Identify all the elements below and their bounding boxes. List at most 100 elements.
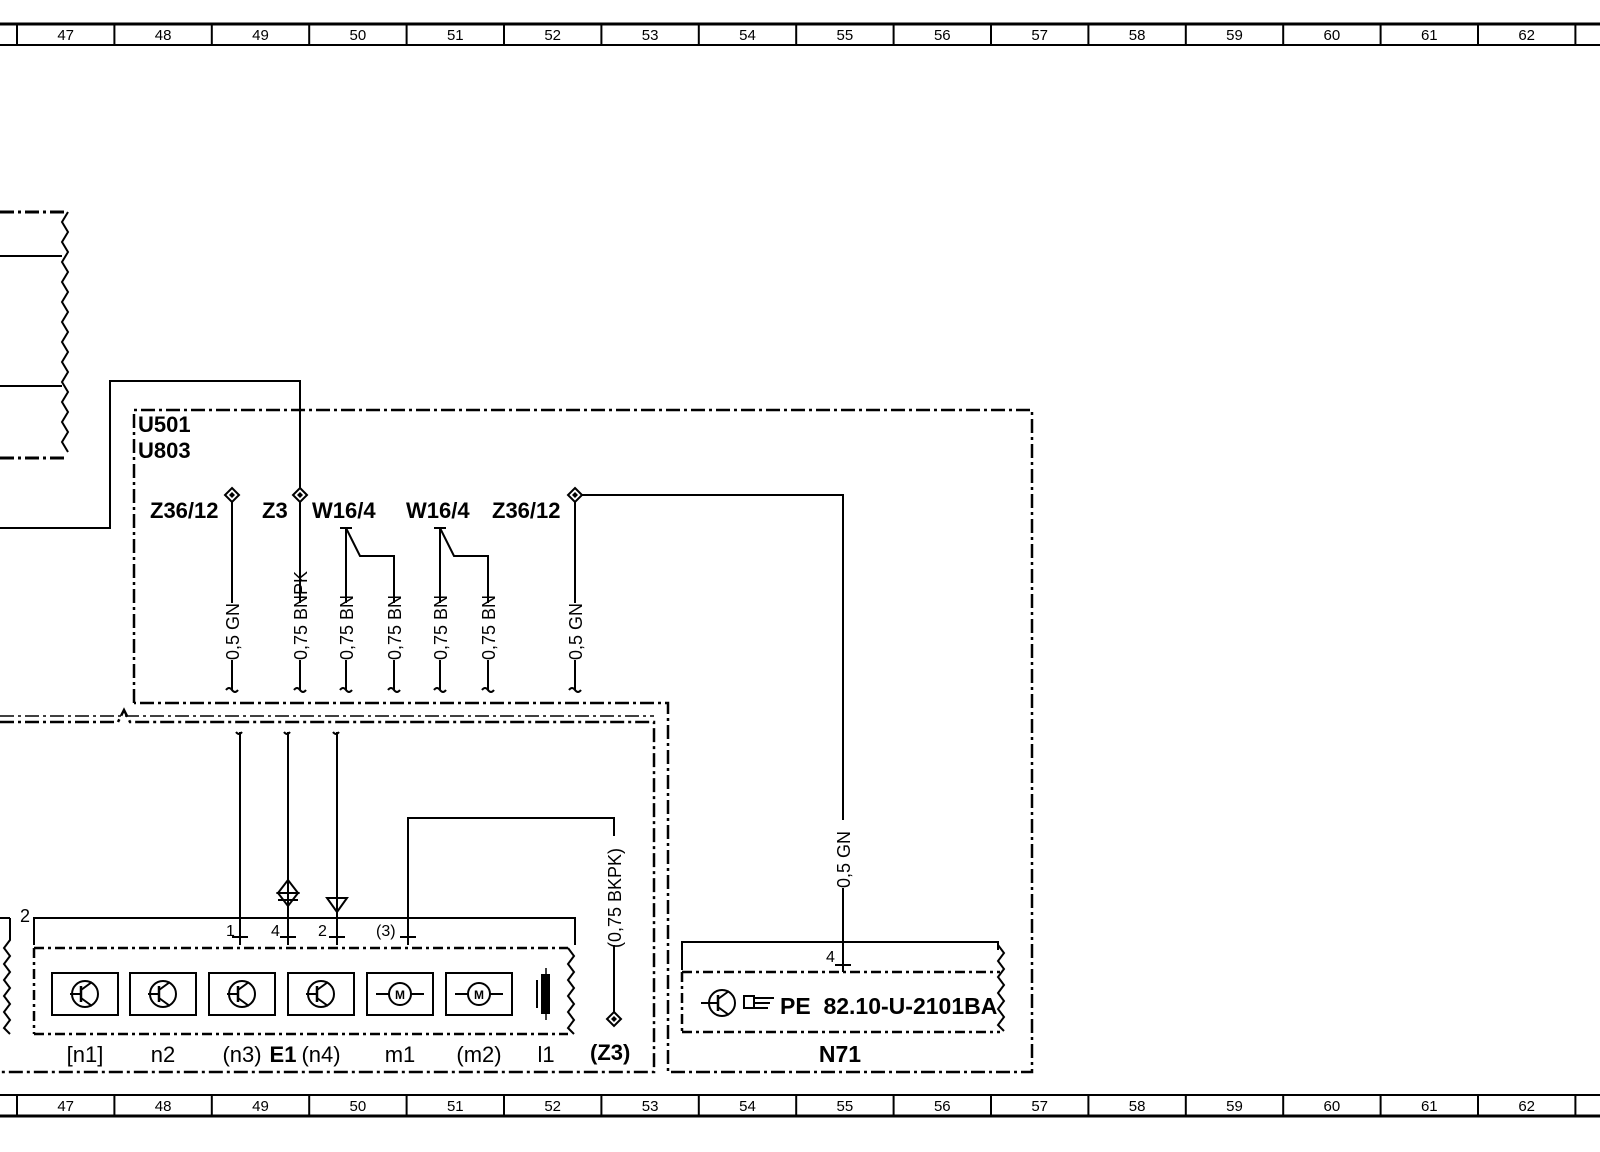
transistor-icon [701, 989, 736, 1017]
top-ruler-number: 49 [252, 27, 269, 44]
component-label-l1: l1 [537, 1042, 554, 1067]
e1-wire-label: (0,75 BKPK) [605, 848, 625, 948]
svg-text:M: M [395, 988, 405, 1002]
top-ruler-number: 51 [447, 27, 464, 44]
wire-label-3: 0,75 BN [337, 595, 357, 660]
n71-wire-label: 0,5 GN [834, 831, 854, 888]
pointing-hand-icon [743, 995, 774, 1009]
bottom-ruler-number: 56 [934, 1098, 951, 1115]
component-label-n1: [n1] [67, 1042, 104, 1067]
wire-label-7: 0,5 GN [566, 603, 586, 660]
upper-left-module-box [0, 210, 70, 460]
transistor-icon [306, 980, 335, 1008]
top-ruler-number: 55 [837, 27, 854, 44]
ground-connector-z3 [605, 1010, 623, 1028]
top-ruler-number: 56 [934, 27, 951, 44]
bottom-ruler-number: 49 [252, 1098, 269, 1115]
top-ruler-number: 53 [642, 27, 659, 44]
motor-icon: M [455, 982, 503, 1006]
svg-text:M: M [474, 988, 484, 1002]
svg-text:W16/4: W16/4 [312, 498, 376, 523]
top-ruler-number: 62 [1518, 27, 1535, 44]
top-ruler-number: 52 [544, 27, 561, 44]
n71-reference: PE 82.10-U-2101BA [780, 993, 997, 1019]
transistor-icon [148, 980, 177, 1008]
u501-module-box [132, 408, 1034, 1074]
e1-ground-label: (Z3) [590, 1040, 630, 1065]
top-ruler-number: 61 [1421, 27, 1438, 44]
e1-title: E1 [270, 1042, 297, 1067]
bottom-ruler-number: 47 [57, 1098, 74, 1115]
e1-pin-bar [0, 917, 576, 945]
component-label-m1: m1 [385, 1042, 416, 1067]
bottom-ruler-number: 51 [447, 1098, 464, 1115]
svg-text:Z36/12: Z36/12 [150, 498, 219, 523]
connector-w16-4-a: W16/4 [312, 498, 376, 523]
bottom-ruler-number: 62 [1518, 1098, 1535, 1115]
top-ruler-number: 47 [57, 27, 74, 44]
svg-text:W16/4: W16/4 [406, 498, 470, 523]
ground-symbol-pin2 [325, 897, 349, 914]
e1-module-box [0, 707, 656, 1074]
wire-label-1: 0,5 GN [223, 603, 243, 660]
e1-pin-4: 4 [271, 923, 280, 940]
module-id-u501: U501 [138, 412, 191, 437]
component-label-n2: n2 [151, 1042, 175, 1067]
component-n2 [129, 972, 197, 1016]
n71-pin-4: 4 [826, 949, 835, 966]
component-label-n4: (n4) [301, 1042, 340, 1067]
wire-label-4: 0,75 BN [385, 595, 405, 660]
transistor-icon [227, 980, 256, 1008]
connector-z3: Z3 [262, 486, 309, 523]
wire-label-2: 0,75 BNPK [291, 571, 311, 660]
component-l1 [536, 968, 550, 1020]
top-ruler-number: 60 [1324, 27, 1341, 44]
coil-icon [536, 968, 550, 1020]
top-ruler-number: 57 [1031, 27, 1048, 44]
bottom-ruler-number: 57 [1031, 1098, 1048, 1115]
n71-title: N71 [819, 1041, 861, 1067]
svg-text:Z3: Z3 [262, 498, 288, 523]
component-n4 [287, 972, 355, 1016]
bottom-ruler-number: 55 [837, 1098, 854, 1115]
e1-component-strip [32, 946, 568, 1036]
bottom-ruler-number: 60 [1324, 1098, 1341, 1115]
bottom-ruler-number: 50 [350, 1098, 367, 1115]
n71-module [680, 941, 1006, 1034]
wire-label-6: 0,75 BN [479, 595, 499, 660]
e1-feed-wires [235, 731, 615, 1012]
top-ruler-number: 50 [350, 27, 367, 44]
top-ruler-number: 54 [739, 27, 756, 44]
e1-pin-2: 2 [318, 923, 327, 940]
connector-z36-12-left: Z36/12 [150, 486, 241, 523]
wire-z3-feed [0, 380, 301, 529]
u501-wires [225, 494, 844, 960]
motor-icon: M [376, 982, 424, 1006]
component-n1 [51, 972, 119, 1016]
top-ruler-number: 58 [1129, 27, 1146, 44]
bottom-ruler-number: 54 [739, 1098, 756, 1115]
bottom-ruler-number: 59 [1226, 1098, 1243, 1115]
component-label-m2: (m2) [456, 1042, 501, 1067]
e1-pin-1: 1 [226, 923, 235, 940]
component-label-n3: (n3) [222, 1042, 261, 1067]
component-m2: M [445, 972, 513, 1016]
e1-label-2: 2 [20, 906, 30, 926]
connector-z36-12-right: Z36/12 [492, 486, 584, 523]
module-id-u803: U803 [138, 438, 191, 463]
bottom-ruler-number: 52 [544, 1098, 561, 1115]
bottom-ruler-number: 48 [155, 1098, 172, 1115]
wire-label-5: 0,75 BN [431, 595, 451, 660]
connector-w16-4-b: W16/4 [406, 498, 470, 523]
bottom-ruler-number: 53 [642, 1098, 659, 1115]
top-ruler-number: 59 [1226, 27, 1243, 44]
bottom-ruler-number: 58 [1129, 1098, 1146, 1115]
transistor-icon [70, 980, 99, 1008]
e1-pin-3: (3) [376, 923, 396, 940]
svg-text:Z36/12: Z36/12 [492, 498, 561, 523]
component-n3 [208, 972, 276, 1016]
ground-symbol-pin4 [275, 878, 301, 908]
